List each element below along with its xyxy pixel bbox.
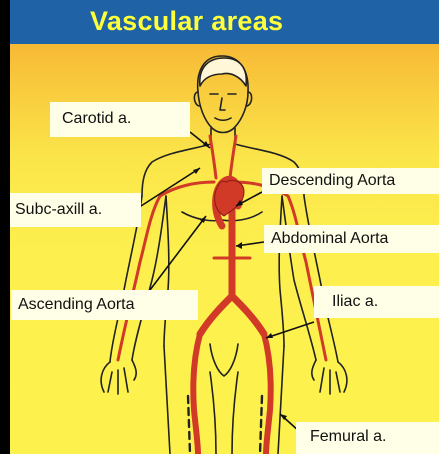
label-femural: Femural a. bbox=[296, 422, 439, 454]
label-carotid: Carotid a. bbox=[50, 102, 190, 137]
abdominal-arrowhead bbox=[236, 242, 242, 249]
subc-arrowhead bbox=[193, 168, 200, 174]
left-edge-bar bbox=[0, 0, 10, 454]
label-ascending-aorta: Ascending Aorta bbox=[11, 290, 198, 320]
label-subc-axill: Subc-axill a. bbox=[8, 193, 141, 227]
iliac-pointer bbox=[266, 322, 314, 338]
label-descending-aorta: Descending Aorta bbox=[262, 168, 439, 194]
label-abdominal-aorta: Abdominal Aorta bbox=[264, 225, 439, 253]
subc-pointer bbox=[141, 168, 200, 206]
label-iliac: Iliac a. bbox=[314, 286, 439, 318]
ascending-pointer bbox=[150, 216, 206, 290]
heart-shape bbox=[215, 180, 244, 216]
